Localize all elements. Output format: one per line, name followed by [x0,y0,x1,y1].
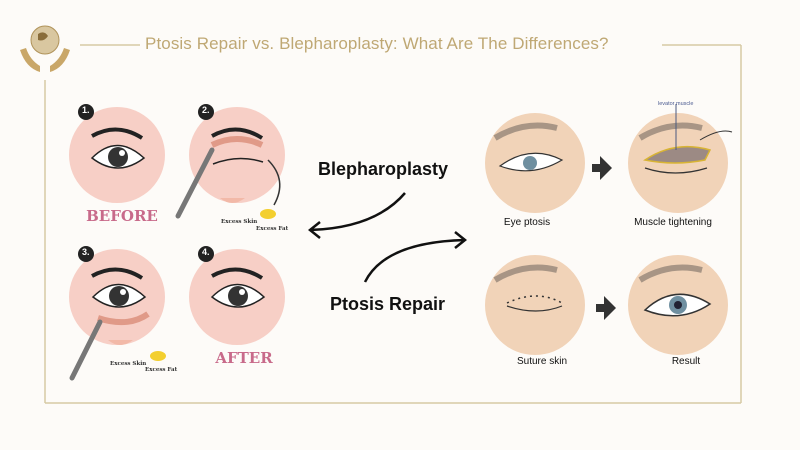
gold-frame [44,44,742,404]
arrow-right-icon [596,296,616,320]
curved-arrow-to-ptosis [363,231,468,283]
step-number: 3. [82,247,90,257]
excess-skin-label: Excess Skin [110,361,147,367]
excess-fat-label: Excess Fat [256,226,289,232]
ptosis-repair-illustration [485,104,733,355]
step-number: 4. [202,247,210,257]
excess-fat-label: Excess Fat [145,367,178,373]
page-title: Ptosis Repair vs. Blepharoplasty: What A… [145,34,609,53]
blepharoplasty-illustration [69,104,285,381]
muscle-tightening-caption: Muscle tightening [634,217,712,228]
result-caption: Result [671,356,701,367]
ptosis-repair-label: Ptosis Repair [330,294,446,314]
excess-skin-label: Excess Skin [221,219,258,225]
levator-muscle-label: levator muscle [658,101,694,107]
suture-skin-caption: Suture skin [516,356,568,367]
blepharoplasty-label: Blepharoplasty [318,159,449,179]
step-number: 1. [82,105,90,115]
globe-hands-logo [20,25,70,72]
arrow-right-icon [592,156,612,180]
after-label: AFTER [215,349,273,367]
curved-arrow-to-blepharoplasty [307,192,406,239]
eye-ptosis-caption: Eye ptosis [503,217,551,228]
step-number: 2. [202,105,210,115]
before-label: BEFORE [86,207,158,225]
